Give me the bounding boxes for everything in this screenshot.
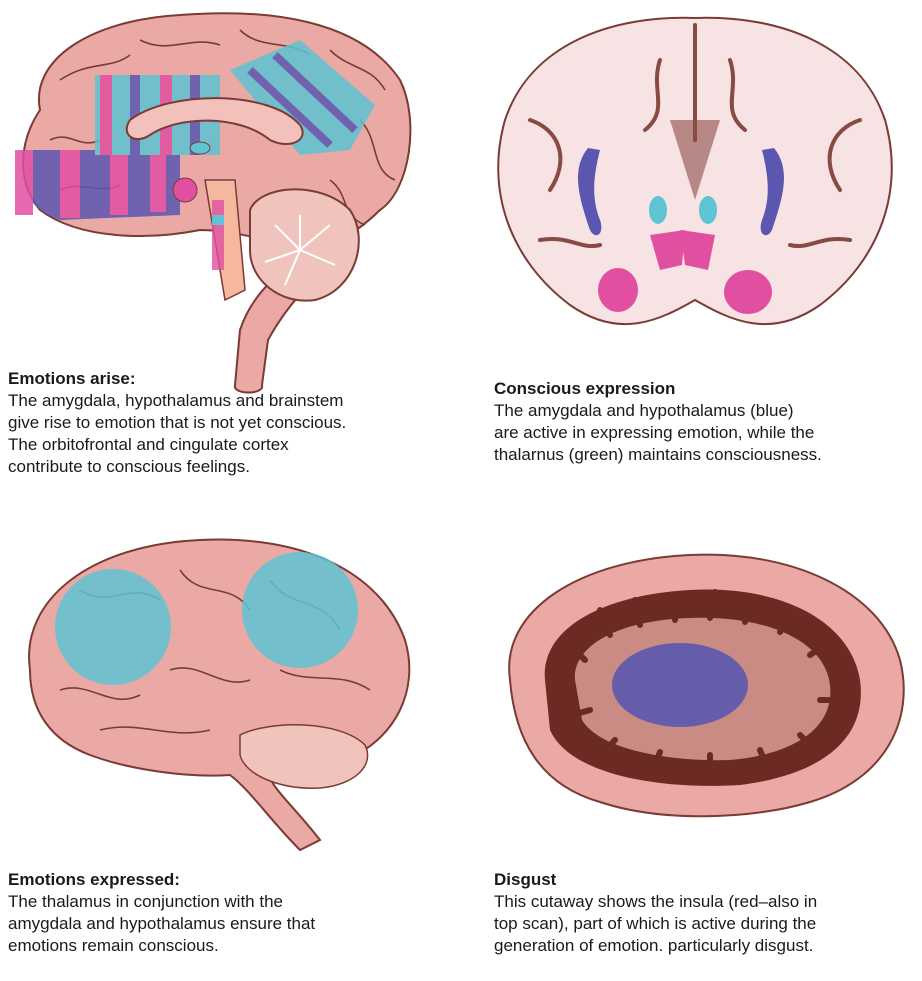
lateral-brain-illustration [0,520,460,860]
caption-title: Emotions expressed: [8,869,458,891]
caption-disgust: Disgust This cutaway shows the insula (r… [494,869,920,957]
caption-title: Disgust [494,869,920,891]
coronal-section-illustration [470,0,922,360]
caption-emotions-arise: Emotions arise: The amygdala, hypothalam… [8,368,458,478]
caption-title: Emotions arise: [8,368,458,390]
caption-body: The amygdala and hypothalamus (blue) are… [494,400,920,466]
caption-body: The amygdala, hypothalamus and brainstem… [8,390,458,478]
caption-title: Conscious expression [494,378,920,400]
sagittal-brain-illustration [0,0,460,400]
insula-cutaway-illustration [490,540,922,840]
caption-conscious-expression: Conscious expression The amygdala and hy… [494,378,920,466]
caption-emotions-expressed: Emotions expressed: The thalamus in conj… [8,869,458,957]
caption-body: This cutaway shows the insula (red–also … [494,891,920,957]
caption-body: The thalamus in conjunction with the amy… [8,891,458,957]
